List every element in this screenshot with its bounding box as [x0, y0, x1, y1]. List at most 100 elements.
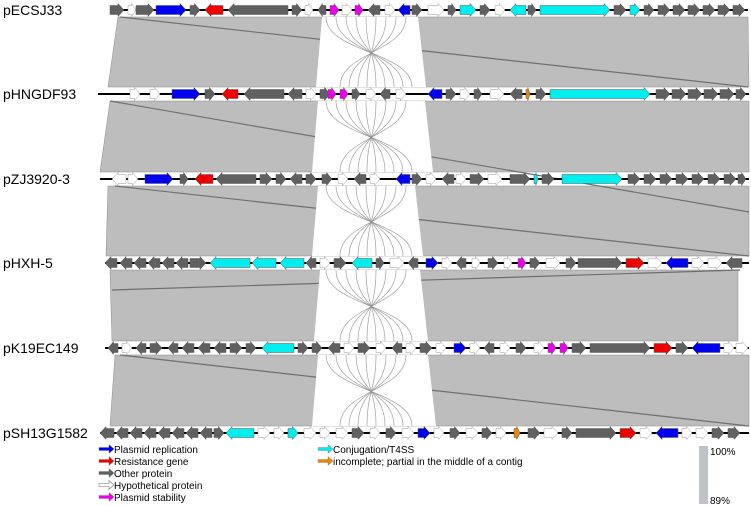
gene-arrow: [627, 171, 641, 187]
gene-arrow: [455, 255, 467, 271]
gene-arrow: [647, 255, 663, 271]
gene-arrow: [375, 255, 385, 271]
gene-arrow: [527, 2, 537, 18]
gene-arrow: [469, 340, 481, 356]
gene-arrow: [194, 171, 214, 187]
arrow-icon: [98, 468, 115, 478]
gene-arrow: [127, 2, 137, 18]
gene-arrow: [401, 425, 415, 441]
gene-arrow: [384, 2, 396, 18]
gene-arrow: [357, 340, 371, 356]
gene-arrow: [671, 86, 687, 102]
gene-arrow: [261, 340, 295, 356]
gene-arrow: [411, 2, 423, 18]
gene-arrow: [723, 171, 737, 187]
gene-arrow: [707, 255, 723, 271]
gene-arrow: [149, 86, 161, 102]
gene-arrow: [541, 171, 555, 187]
gene-arrow: [561, 171, 623, 187]
gene-arrow: [441, 171, 455, 187]
gene-arrow: [305, 86, 317, 102]
gene-arrow: [397, 2, 411, 18]
gene-arrow: [149, 340, 163, 356]
gene-arrow: [204, 2, 224, 18]
rearrangement-line: [114, 185, 750, 257]
gene-arrow: [111, 171, 127, 187]
gene-arrow: [121, 340, 133, 356]
gene-arrow: [735, 86, 747, 102]
gene-arrow: [129, 425, 143, 441]
gene-arrow: [327, 86, 337, 102]
gene-arrow: [351, 86, 361, 102]
gene-arrow: [533, 340, 545, 356]
gene-arrow: [181, 340, 195, 356]
legend-item-plasmid-replication: Plasmid replication: [98, 444, 198, 456]
plasmid-label-psh13g1582: pSH13G1582: [3, 425, 88, 441]
homology-link: [365, 185, 377, 257]
gene-arrow: [251, 255, 277, 271]
gene-arrow: [341, 2, 353, 18]
gene-arrow: [305, 171, 317, 187]
gene-arrow: [129, 86, 141, 102]
gene-arrow: [545, 255, 561, 271]
gene-arrow: [213, 425, 225, 441]
homology-link: [355, 185, 386, 257]
homology-link: [339, 100, 407, 173]
legend-item-hypothetical-protein: Hypothetical protein: [98, 479, 202, 492]
arrow-icon: [98, 444, 115, 454]
gene-arrow: [727, 425, 741, 441]
gene-arrow: [732, 2, 746, 18]
gene-arrow: [655, 425, 679, 441]
gene-arrow: [629, 2, 641, 18]
gene-arrow: [577, 255, 623, 271]
gene-arrow: [365, 86, 377, 102]
gene-arrow: [115, 425, 129, 441]
gene-arrow: [619, 425, 637, 441]
gene-arrow: [525, 87, 531, 101]
gene-arrow: [391, 340, 403, 356]
gene-arrow: [405, 340, 417, 356]
gene-arrow: [494, 2, 506, 18]
gene-arrow: [147, 255, 161, 271]
gene-arrow: [639, 425, 653, 441]
gene-arrow: [719, 86, 735, 102]
gene-arrow: [447, 2, 457, 18]
gene-arrow: [681, 425, 693, 441]
gene-arrow: [657, 2, 671, 18]
gene-arrow: [135, 340, 147, 356]
homology-bands: [99, 16, 750, 427]
gene-arrow: [143, 425, 157, 441]
gene-arrow: [571, 340, 587, 356]
gene-arrow: [735, 340, 749, 356]
plasmid-label-phxh-5: pHXH-5: [3, 255, 53, 271]
gene-arrow: [327, 340, 341, 356]
legend-label: Plasmid stability: [114, 493, 186, 504]
gene-arrow: [127, 171, 139, 187]
legend-item-other-protein: Other protein: [98, 468, 172, 480]
gene-arrow: [395, 86, 407, 102]
gene-arrow: [319, 425, 331, 441]
legend-item-plasmid-stability: Plasmid stability: [98, 492, 186, 504]
gene-arrow: [473, 86, 483, 102]
gene-arrow: [702, 2, 716, 18]
gene-arrow: [459, 86, 471, 102]
gene-arrow: [245, 340, 257, 356]
gene-arrow: [613, 2, 627, 18]
gene-arrow: [337, 171, 349, 187]
gene-arrow: [559, 340, 569, 356]
gene-arrow: [489, 86, 505, 102]
gene-arrow: [653, 340, 673, 356]
gene-arrow: [561, 425, 573, 441]
arrow-icon: [317, 456, 334, 466]
gene-arrow: [369, 425, 381, 441]
gene-arrow: [513, 426, 521, 440]
gene-arrow: [469, 171, 485, 187]
gene-arrow: [351, 425, 365, 441]
gene-arrow: [407, 255, 419, 271]
gene-arrow: [171, 86, 201, 102]
gene-arrow: [725, 255, 743, 271]
gene-arrow: [319, 255, 331, 271]
gene-arrow: [275, 171, 287, 187]
gene-arrow: [675, 171, 689, 187]
